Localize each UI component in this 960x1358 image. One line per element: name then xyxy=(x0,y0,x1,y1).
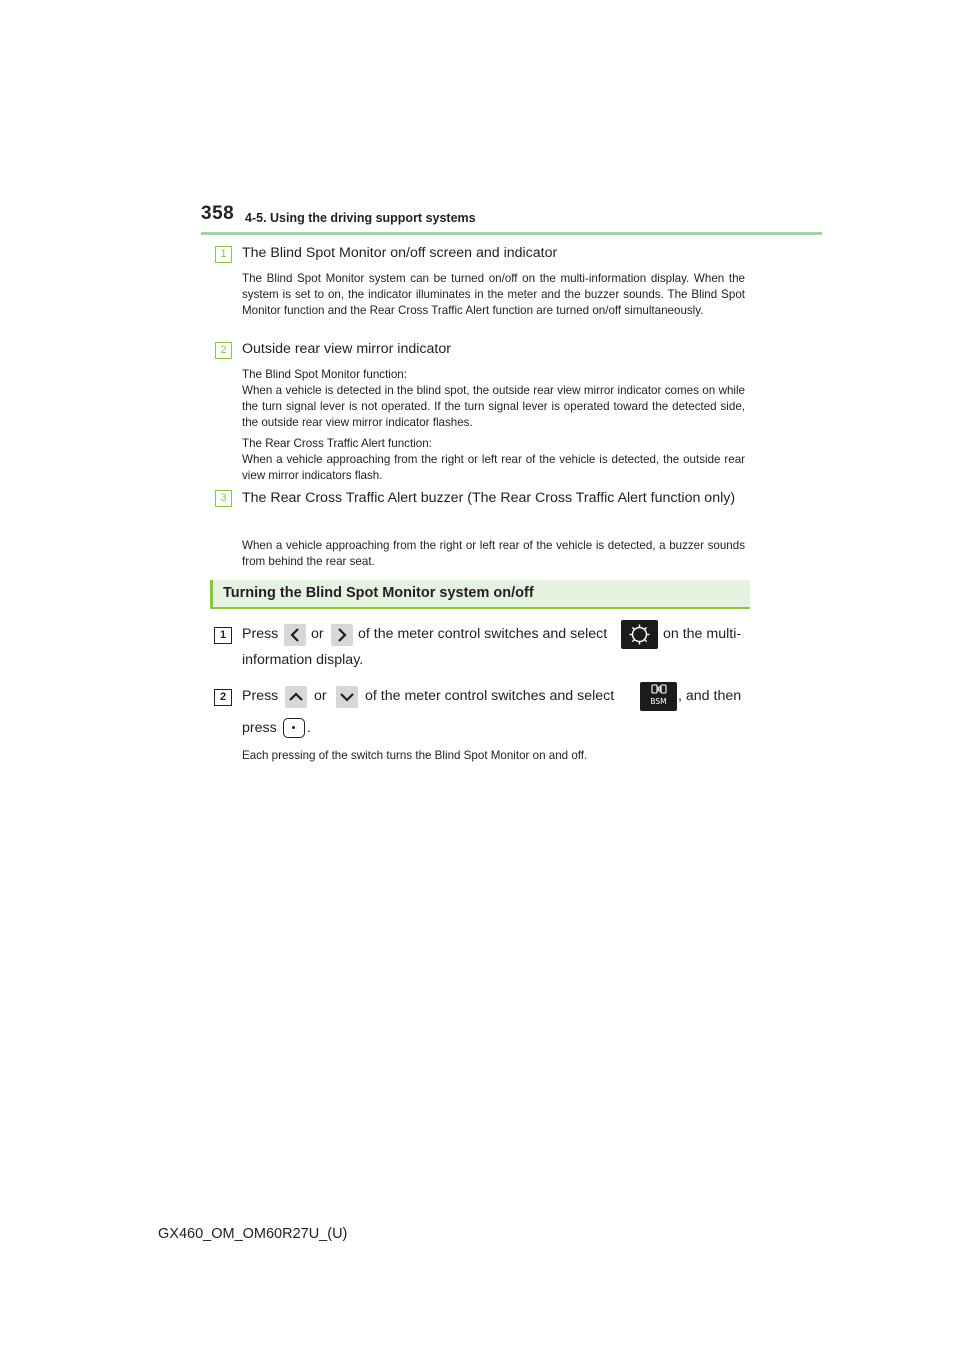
page-number: 358 xyxy=(201,203,235,224)
footer-code: GX460_OM_OM60R27U_(U) xyxy=(158,1226,348,1242)
item-number-1: 1 xyxy=(215,246,232,263)
step-text: or xyxy=(314,688,327,704)
chevron-left-icon xyxy=(284,624,306,646)
step-text: Press xyxy=(242,626,279,642)
step-text: of the meter control switches and select xyxy=(365,688,615,704)
step-text: . xyxy=(307,720,311,736)
item-paragraph: When a vehicle approaching from the righ… xyxy=(242,453,745,482)
section-banner-title: Turning the Blind Spot Monitor system on… xyxy=(223,585,534,601)
step-text: on the multi- xyxy=(663,626,742,642)
step-note: Each pressing of the switch turns the Bl… xyxy=(242,749,588,762)
step-text: or xyxy=(311,626,324,642)
chevron-up-icon xyxy=(285,686,307,708)
step-text: of the meter control switches and select xyxy=(358,626,608,642)
chevron-down-icon xyxy=(336,686,358,708)
item-heading-2: Outside rear view mirror indicator xyxy=(242,341,451,357)
item-paragraph: The Blind Spot Monitor function: xyxy=(242,368,407,381)
item-number-2: 2 xyxy=(215,342,232,359)
bsm-icon: BSM xyxy=(640,682,677,711)
item-heading-3: The Rear Cross Traffic Alert buzzer (The… xyxy=(242,490,736,506)
item-number-3: 3 xyxy=(215,490,232,507)
step-number-2: 2 xyxy=(214,689,232,706)
gear-icon xyxy=(621,620,658,649)
enter-button-icon xyxy=(283,718,305,738)
step-text: press xyxy=(242,720,277,736)
step-text: Press xyxy=(242,688,279,704)
item-paragraph: The Rear Cross Traffic Alert function: xyxy=(242,437,432,450)
item-paragraph: When a vehicle is detected in the blind … xyxy=(242,384,745,429)
step-text: information display. xyxy=(242,652,364,668)
header-rule xyxy=(201,232,822,235)
section-banner: Turning the Blind Spot Monitor system on… xyxy=(210,580,750,609)
section-header: 4-5. Using the driving support systems xyxy=(245,211,476,225)
item-paragraph: When a vehicle approaching from the righ… xyxy=(242,539,745,568)
chevron-right-icon xyxy=(331,624,353,646)
step-number-1: 1 xyxy=(214,627,232,644)
step-text: , and then xyxy=(678,688,742,704)
item-paragraph: The Blind Spot Monitor system can be tur… xyxy=(242,272,745,317)
item-heading-1: The Blind Spot Monitor on/off screen and… xyxy=(242,245,558,261)
bsm-icon-label: BSM xyxy=(650,697,667,706)
